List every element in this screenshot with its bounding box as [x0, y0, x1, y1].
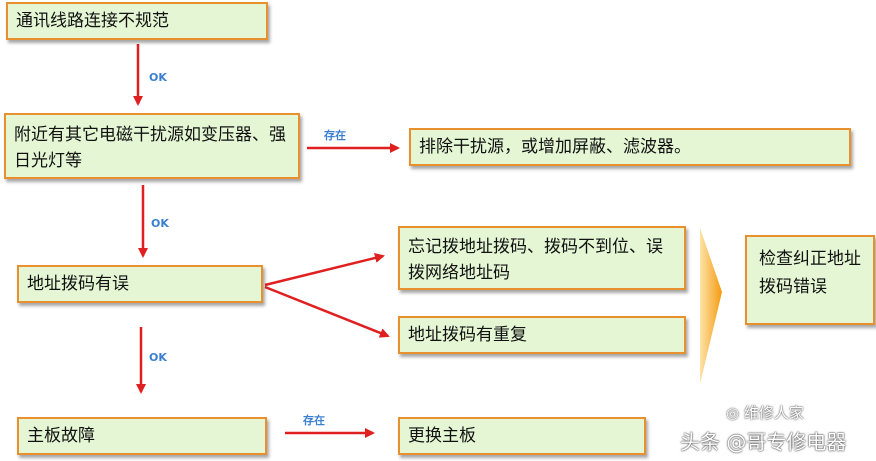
node-fix-address: 检查纠正地址拨码错误 — [745, 235, 875, 325]
node-mainboard-fault-text: 主板故障 — [27, 426, 95, 446]
arrow-n4-n6 — [264, 285, 390, 338]
edge-label-exist-2: 存在 — [303, 414, 325, 427]
watermark-account-text: 维修人家 — [743, 404, 804, 422]
watermark-credit: 头条 @哥专修电器 — [680, 430, 847, 454]
wechat-icon: ◎ — [726, 404, 740, 422]
node-comm-line-text: 通讯线路连接不规范 — [16, 11, 169, 31]
node-replace-mainboard-text: 更换主板 — [408, 426, 476, 446]
node-forgot-dip: 忘记拨地址拨码、拨码不到位、误拨网络地址码 — [398, 226, 686, 290]
node-replace-mainboard: 更换主板 — [398, 417, 646, 455]
node-remove-interference: 排除干扰源，或增加屏蔽、滤波器。 — [409, 128, 851, 166]
watermark-account: ◎ 维修人家 — [726, 402, 804, 423]
node-forgot-dip-text: 忘记拨地址拨码、拨码不到位、误拨网络地址码 — [408, 237, 663, 283]
node-address-wrong: 地址拨码有误 — [17, 265, 263, 303]
node-emi-source-text: 附近有其它电磁干扰源如变压器、强日光灯等 — [14, 125, 286, 171]
edge-label-exist-1: 存在 — [324, 129, 346, 142]
node-duplicate-address-text: 地址拨码有重复 — [408, 325, 527, 345]
node-fix-address-text: 检查纠正地址拨码错误 — [759, 249, 861, 297]
arrow-n4-n5 — [264, 253, 385, 287]
edge-label-ok-2: OK — [151, 217, 169, 230]
chevron-arrow — [700, 228, 722, 384]
node-emi-source: 附近有其它电磁干扰源如变压器、强日光灯等 — [4, 113, 300, 179]
node-mainboard-fault: 主板故障 — [17, 417, 267, 455]
node-address-wrong-text: 地址拨码有误 — [27, 274, 129, 294]
node-duplicate-address: 地址拨码有重复 — [398, 316, 686, 354]
node-comm-line: 通讯线路连接不规范 — [6, 2, 268, 40]
node-remove-interference-text: 排除干扰源，或增加屏蔽、滤波器。 — [419, 137, 691, 157]
edge-label-ok-3: OK — [149, 351, 167, 364]
edge-label-ok-1: OK — [149, 71, 167, 84]
